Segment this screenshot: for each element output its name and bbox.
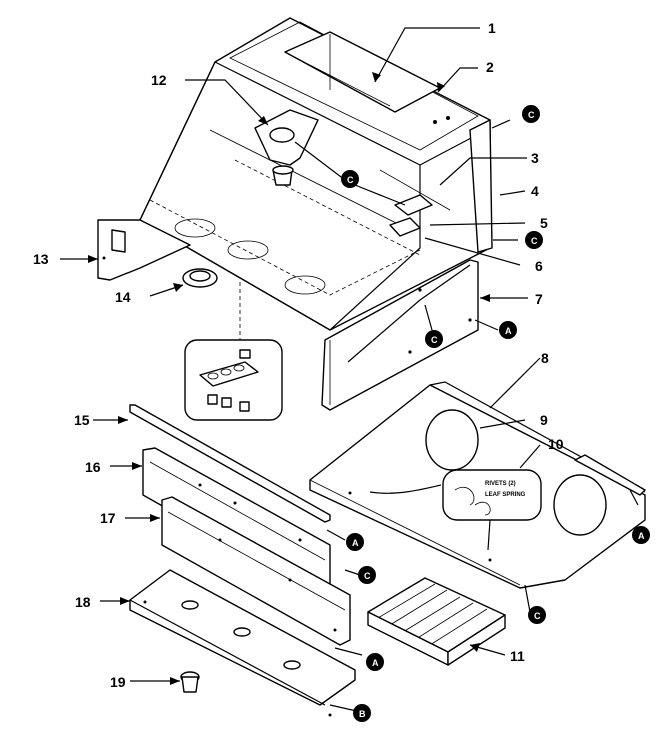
leaf-spring-label: LEAF SPRING xyxy=(485,492,526,498)
callout-18: 18 xyxy=(75,594,91,610)
reference-bubbles: C C C C A A C A xyxy=(341,105,650,722)
callout-12: 12 xyxy=(151,72,167,88)
callout-13: 13 xyxy=(33,251,49,267)
callout-5: 5 xyxy=(540,215,548,231)
ref-a-panel-18: A xyxy=(366,653,384,671)
ref-b-bottom: B xyxy=(353,704,371,722)
svg-text:C: C xyxy=(531,236,538,246)
callout-9: 9 xyxy=(540,412,548,428)
panel-18 xyxy=(129,569,356,717)
svg-text:C: C xyxy=(528,110,535,120)
callout-11: 11 xyxy=(510,648,525,664)
callout-2: 2 xyxy=(486,59,494,75)
lamp-socket-19 xyxy=(180,671,200,693)
ref-c-filter: C xyxy=(528,606,546,624)
callout-7: 7 xyxy=(535,291,543,307)
callout-17: 17 xyxy=(100,510,116,526)
svg-text:C: C xyxy=(431,335,438,345)
hood-body xyxy=(139,17,493,331)
callout-16: 16 xyxy=(85,459,101,475)
svg-text:A: A xyxy=(372,658,379,668)
callout-1: 1 xyxy=(488,20,496,36)
callout-10: 10 xyxy=(548,436,564,452)
callout-6: 6 xyxy=(535,258,543,274)
strip-15 xyxy=(129,404,331,523)
callout-4: 4 xyxy=(531,183,539,199)
ref-c-right: C xyxy=(525,231,543,249)
svg-text:A: A xyxy=(352,538,359,548)
ref-c-top-right: C xyxy=(522,105,540,123)
callout-14: 14 xyxy=(115,289,131,305)
ref-c-panel-17: C xyxy=(358,566,376,584)
leader-lines xyxy=(60,27,639,713)
ref-a-panel-16: A xyxy=(346,533,364,551)
callout-15: 15 xyxy=(74,412,90,428)
svg-text:A: A xyxy=(505,326,512,336)
callout-3: 3 xyxy=(531,150,539,166)
ref-a-filter: A xyxy=(632,526,650,544)
svg-text:C: C xyxy=(364,571,371,581)
callout-19: 19 xyxy=(110,674,126,690)
ref-c-middle: C xyxy=(341,170,359,188)
svg-text:A: A xyxy=(638,531,645,541)
ref-c-side-panel: C xyxy=(425,330,443,348)
svg-text:C: C xyxy=(347,175,354,185)
rivets-label: RIVETS (2) xyxy=(485,481,516,487)
switch-inset xyxy=(184,282,283,421)
callout-numbers: 1 2 3 4 5 6 7 8 9 10 11 12 13 14 15 16 1… xyxy=(33,20,564,690)
lamp-socket-assembly xyxy=(254,109,319,186)
panel-17 xyxy=(161,496,351,646)
left-side-panel xyxy=(97,219,191,281)
arrowheads xyxy=(88,72,490,685)
grease-filter xyxy=(367,577,506,666)
svg-text:B: B xyxy=(359,709,366,719)
ref-a-side-panel: A xyxy=(499,321,517,339)
callout-8: 8 xyxy=(541,350,549,366)
grommet xyxy=(182,268,218,288)
rivet-inset: RIVETS (2) LEAF SPRING xyxy=(442,469,542,521)
right-side-panel xyxy=(321,259,479,411)
svg-text:C: C xyxy=(534,611,541,621)
